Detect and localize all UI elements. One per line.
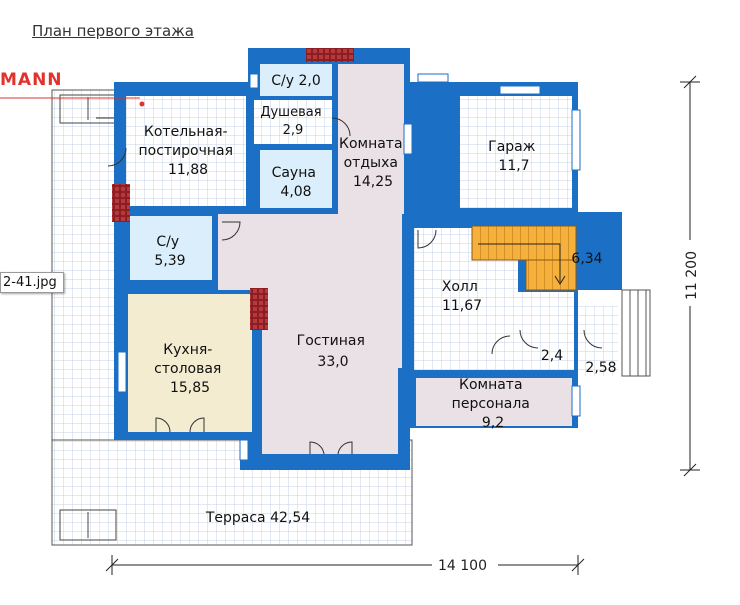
- label-sauna: Сауна 4,08: [272, 165, 321, 200]
- porch-steps: [621, 289, 651, 377]
- room-living-floor: [218, 214, 402, 454]
- label-shower: Душевая 2,9: [260, 105, 325, 138]
- label-living: Гостиная 33,0: [297, 333, 370, 370]
- room-vest1-floor: [522, 306, 568, 368]
- label-vestibule-1: 2,4: [541, 348, 563, 364]
- windows: [117, 73, 581, 461]
- room-rest-floor: [338, 64, 404, 214]
- staircase: [471, 225, 577, 291]
- image-filename-tooltip: 2-41.jpg: [0, 272, 64, 293]
- chimney-top: [306, 48, 354, 62]
- floor-plan-title-link[interactable]: План первого этажа: [32, 22, 194, 40]
- dimension-height-label: 11 200: [684, 251, 700, 300]
- label-staff: Комната персонала 9,2: [452, 377, 535, 431]
- room-kitchen-floor: [128, 294, 252, 432]
- overlay-pointer-dot: [139, 101, 145, 107]
- label-rest: Комната отдыха 14,25: [339, 136, 407, 190]
- room-wc1-floor: [260, 64, 332, 96]
- room-vest2-floor: [578, 306, 618, 376]
- stove-living: [250, 288, 268, 330]
- stove-boiler: [112, 184, 130, 222]
- room-boiler-floor: [126, 96, 246, 206]
- dimension-width: [105, 555, 585, 575]
- brand-watermark: MANN: [0, 70, 63, 90]
- room-staff-floor: [416, 378, 572, 426]
- label-boiler: Котельная- постирочная 11,88: [138, 124, 237, 178]
- room-shower-floor: [254, 100, 332, 144]
- room-garage-floor: [460, 96, 572, 208]
- terrace: [51, 89, 413, 546]
- label-wc1: С/у 2,0: [271, 73, 321, 89]
- label-hall: Холл 11,67: [442, 279, 483, 314]
- label-garage: Гараж 11,7: [488, 139, 540, 174]
- dimension-width-label: 14 100: [438, 558, 487, 574]
- doors: [96, 117, 603, 455]
- label-vestibule-2: 2,58: [585, 360, 616, 376]
- room-wc2-floor: [130, 216, 212, 280]
- label-kitchen: Кухня- столовая 15,85: [154, 342, 226, 396]
- label-stairs: 6,34: [571, 251, 602, 267]
- label-terrace: Терраса 42,54: [205, 510, 310, 526]
- label-wc2: С/у 5,39: [154, 234, 185, 269]
- room-sauna-floor: [260, 150, 332, 208]
